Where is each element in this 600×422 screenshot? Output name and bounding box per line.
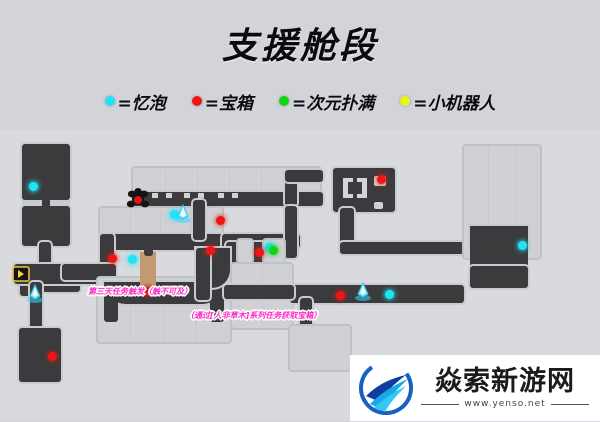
map-tile-seam <box>130 210 131 238</box>
annotation-day3-quest: 第三天任务触发（触不可及） <box>87 286 193 297</box>
exit-door-icon[interactable] <box>12 266 30 282</box>
legend-item-little-robot: =小机器人 <box>400 89 496 114</box>
map-door-notch <box>184 193 190 198</box>
rule-left <box>421 403 460 405</box>
marker-memory-bubble[interactable] <box>385 290 394 299</box>
map-tile-seam <box>160 210 161 238</box>
warp-point-icon[interactable] <box>24 282 46 304</box>
memory-bubble-icon <box>104 96 115 106</box>
map-bracket-left <box>343 178 348 198</box>
legend-label: =次元扑满 <box>292 93 375 114</box>
map-door-notch <box>218 193 224 198</box>
map-tile-seam <box>196 280 197 340</box>
map-tile-seam <box>165 170 166 198</box>
map-door-notch <box>198 193 204 198</box>
map-corridor-bottom-long <box>290 285 464 303</box>
legend-label: =忆泡 <box>117 93 166 114</box>
map-floor-bowl-leg-right <box>210 282 224 322</box>
watermark: 焱索新游网 www.yenso.net <box>350 355 600 421</box>
map-corridor-mid-to-left <box>62 264 116 280</box>
marker-dimension-piggy[interactable] <box>269 246 278 255</box>
map-room-left-tower-lower <box>22 206 70 246</box>
player-position-icon[interactable] <box>126 188 150 210</box>
page-title: 支援舱段 <box>221 26 378 67</box>
marker-memory-bubble[interactable] <box>518 241 527 250</box>
map-corridor-pillar-link <box>144 248 153 256</box>
map-tile-seam <box>229 170 230 198</box>
marker-treasure-chest[interactable] <box>336 291 345 300</box>
map-room-left-tower <box>22 144 70 200</box>
legend-label: =宝箱 <box>204 93 253 114</box>
map-bracket-right <box>362 178 367 198</box>
map-bracket-left-cap-top <box>343 178 353 182</box>
map-tile-seam <box>197 170 198 198</box>
header-banner: 支援舱段 =忆泡 =宝箱 =次元扑满 =小机器人 <box>0 0 600 130</box>
map-corridor-bottom-connector <box>224 285 294 299</box>
map-corridor-vertical-link <box>193 200 205 240</box>
rule-right <box>550 403 590 405</box>
site-url-row: www.yenso.net <box>416 399 594 409</box>
map-tile-seam <box>130 280 131 340</box>
warp-point-icon[interactable] <box>172 202 194 224</box>
map-bracket-left-cap-bot <box>343 194 353 198</box>
map-door-notch <box>152 193 158 198</box>
marker-treasure-chest[interactable] <box>255 248 264 257</box>
marker-memory-bubble[interactable] <box>170 210 179 219</box>
site-name: 焱索新游网 <box>435 366 575 397</box>
annotation-chest-quest: （通过[人非草木]系列任务获取宝箱） <box>185 310 322 321</box>
map-bracket-right-cap-top <box>357 178 367 182</box>
map-tile-seam <box>163 280 164 340</box>
watermark-text-group: 焱索新游网 www.yenso.net <box>416 367 600 409</box>
marker-treasure-chest[interactable] <box>206 246 215 255</box>
map-corridor-branch-c <box>285 206 297 258</box>
map-gap-connector <box>42 198 50 210</box>
marker-memory-bubble[interactable] <box>29 182 38 191</box>
dimension-piggy-icon <box>279 96 289 106</box>
map-tile-seam <box>261 170 262 198</box>
marker-treasure-chest[interactable] <box>144 287 153 296</box>
marker-treasure-chest[interactable] <box>108 254 117 263</box>
map-bracket-right-cap-bot <box>357 194 367 198</box>
map-far-right-u-left <box>470 226 488 272</box>
map-canvas[interactable]: 第三天任务触发（触不可及） （通过[人非草木]系列任务获取宝箱） <box>0 130 600 421</box>
marker-treasure-chest[interactable] <box>377 175 386 184</box>
map-small-tile-a <box>238 240 252 262</box>
map-corridor-bottom-c2 <box>196 248 210 300</box>
map-corridor-top-center <box>133 192 323 206</box>
legend-item-memory-bubble: =忆泡 <box>104 89 166 114</box>
map-corridor-top-right-horiz <box>285 170 323 182</box>
map-corridor-top-right-arm <box>285 176 297 206</box>
map-tile-seam <box>516 148 517 256</box>
warp-point-icon[interactable] <box>352 280 374 302</box>
marker-treasure-chest[interactable] <box>216 216 225 225</box>
map-floor-bowl <box>104 282 224 304</box>
map-door-notch <box>232 193 238 198</box>
map-pillar <box>140 252 156 286</box>
marker-treasure-chest[interactable] <box>48 352 57 361</box>
map-room-notch <box>374 202 383 209</box>
site-logo-icon <box>356 358 416 418</box>
map-door-notch <box>166 193 172 198</box>
map-corridor-right-of-bottom <box>300 298 312 334</box>
legend-item-treasure-chest: =宝箱 <box>191 89 253 114</box>
legend-item-dimension-piggy: =次元扑满 <box>279 89 374 114</box>
marker-memory-bubble[interactable] <box>128 255 137 264</box>
map-floor-bowl-leg-left <box>104 282 118 322</box>
treasure-chest-icon <box>191 96 202 106</box>
map-tile-seam <box>190 210 191 238</box>
legend-label: =小机器人 <box>413 93 496 114</box>
little-robot-icon <box>400 96 411 106</box>
map-tile-seam <box>488 148 489 256</box>
site-url: www.yenso.net <box>464 399 546 409</box>
map-far-right-exit <box>470 266 528 288</box>
map-room-bottom-right-plate <box>290 326 350 370</box>
map-corridor-right-down <box>340 208 354 248</box>
legend: =忆泡 =宝箱 =次元扑满 =小机器人 <box>0 86 600 116</box>
